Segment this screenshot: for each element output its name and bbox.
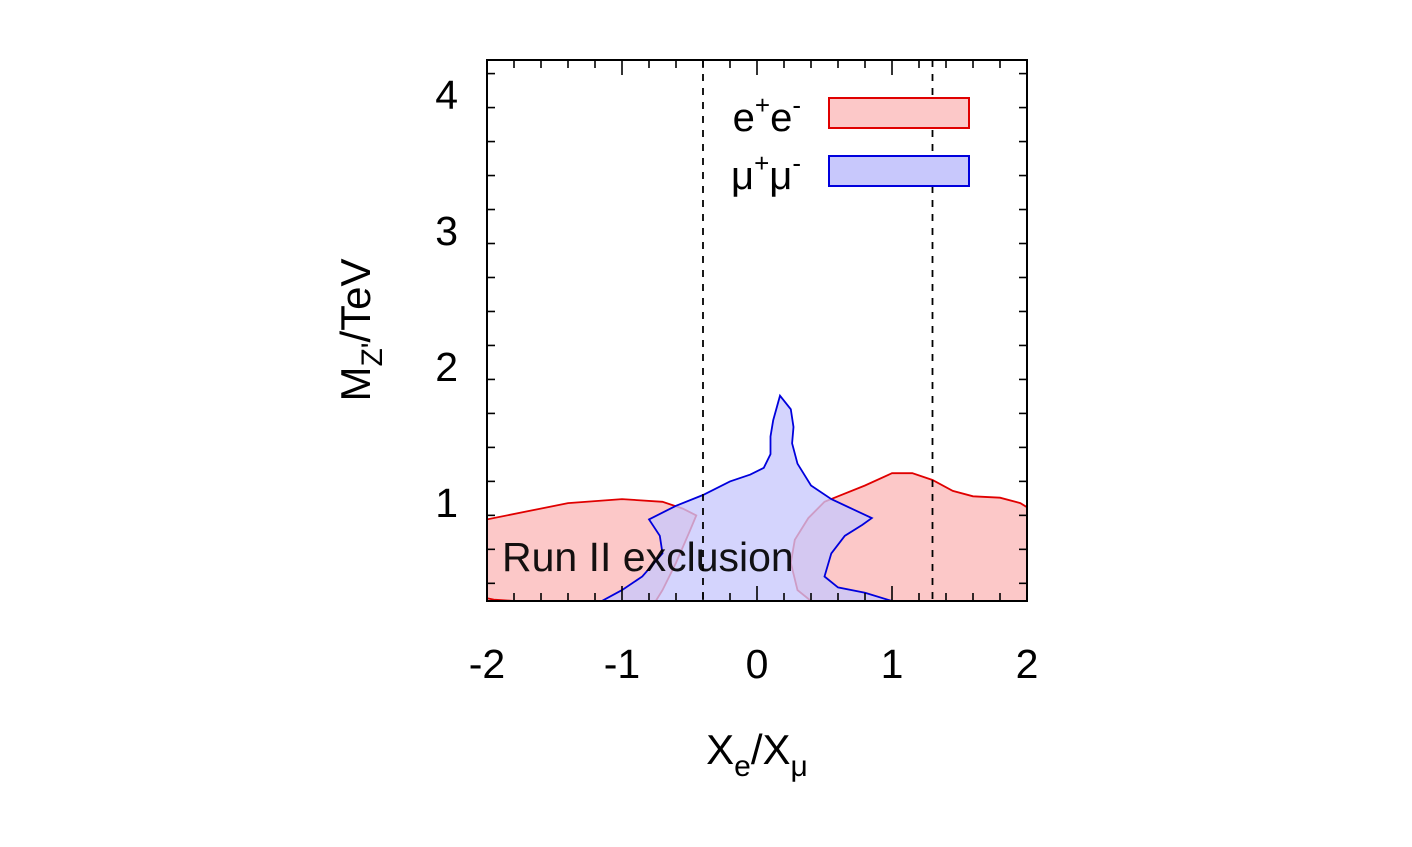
- x-tick-label: -1: [604, 641, 640, 687]
- x-axis-label: Xe/Xμ: [706, 726, 808, 783]
- y-tick-label: 1: [435, 480, 458, 526]
- reference-lines: [702, 60, 934, 601]
- x-tick-label: 1: [881, 641, 904, 687]
- exclusion-regions: [487, 393, 1027, 601]
- legend-label-muon: μ+μ-: [731, 148, 801, 198]
- annotation-label: Run II exclusion: [502, 534, 794, 580]
- x-tick-label: -2: [469, 641, 505, 687]
- y-tick-label: 3: [435, 208, 458, 254]
- y-tick-labels: 1 2 3 4: [435, 72, 458, 526]
- y-tick-label: 4: [435, 72, 458, 118]
- legend-label-electron: e+e-: [733, 90, 801, 140]
- axis-ticks: [486, 60, 1028, 601]
- y-tick-label: 2: [435, 344, 458, 390]
- legend-swatch-electron: [828, 97, 970, 129]
- x-tick-label: 0: [746, 641, 769, 687]
- y-axis-label: MZ'/TeV: [332, 258, 389, 401]
- x-tick-labels: -2 -1 0 1 2: [469, 641, 1039, 687]
- legend: e+e- μ+μ-: [731, 90, 970, 198]
- x-tick-label: 2: [1016, 641, 1039, 687]
- region-series-1-0: [601, 393, 893, 601]
- legend-swatch-muon: [828, 155, 970, 187]
